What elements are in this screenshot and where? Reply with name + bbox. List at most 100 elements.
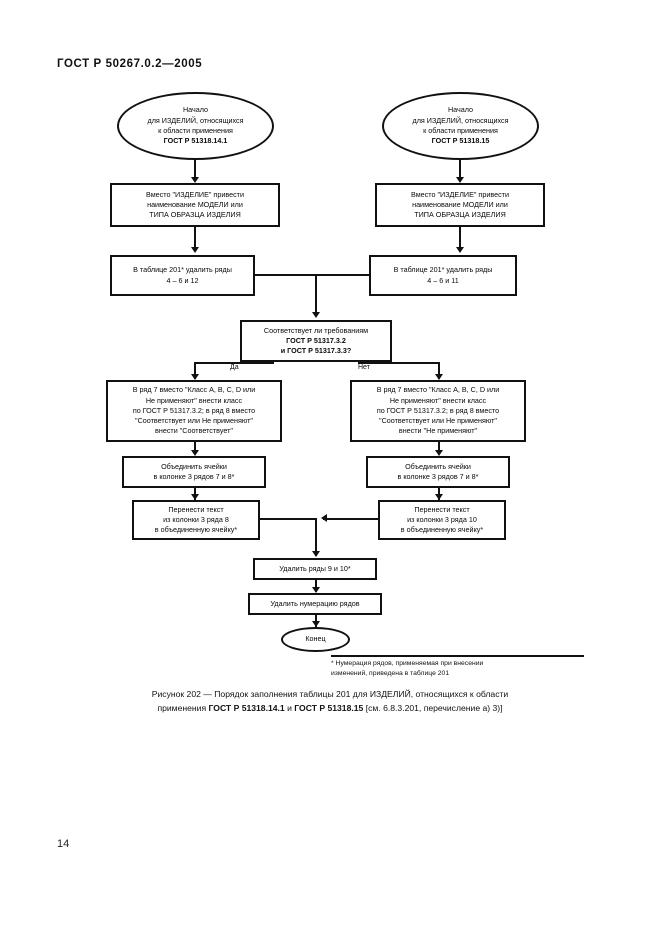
class-yes-line3: по ГОСТ Р 51317.3.2; в ряд 8 вместо xyxy=(132,405,256,415)
page-number: 14 xyxy=(57,838,70,850)
arrow-into-end xyxy=(312,621,320,627)
caption-line-1: Рисунок 202 — Порядок заполнения таблицы… xyxy=(151,689,509,699)
merge-left-line2: в колонке 3 рядов 7 и 8* xyxy=(153,472,235,481)
delete-rows-box-left: В таблице 201* удалить ряды 4 – 6 и 12 xyxy=(110,255,255,296)
start-right-line1: Начало xyxy=(447,105,474,115)
delete-rows-right-line1: В таблице 201* удалить ряды xyxy=(393,265,493,275)
move-text-box-right: Перенести текст из колонки 3 ряда 10 в о… xyxy=(378,500,506,540)
class-no-line4: "Соответствует или Не применяют" xyxy=(379,416,497,426)
decision-box: Соответствует ли требованиям ГОСТ Р 5131… xyxy=(240,320,392,362)
start-oval-right: Начало для ИЗДЕЛИЙ, относящихся к област… xyxy=(382,92,539,160)
delete-rows-left-line1: В таблице 201* удалить ряды xyxy=(133,265,232,275)
connector-left-rename-to-delete xyxy=(194,227,196,251)
caption-line2-prefix: применения xyxy=(157,702,209,713)
footnote-line1: * Нумерация рядов, применяемая при внесе… xyxy=(331,660,484,667)
rename-right-line2: наименование МОДЕЛИ или xyxy=(412,199,508,209)
rename-left-line2: наименование МОДЕЛИ или xyxy=(147,199,243,209)
rename-right-line3: ТИПА ОБРАЗЦА ИЗДЕЛИЯ xyxy=(414,210,506,220)
connector-no-horizontal xyxy=(358,362,440,364)
merge-cells-box-right: Объединить ячейки в колонке 3 рядов 7 и … xyxy=(366,456,510,488)
footnote-line2: изменений, приведена в таблице 201 xyxy=(331,670,450,678)
move-right-line2: из колонки 3 ряда 10 xyxy=(407,514,477,524)
class-box-yes: В ряд 7 вместо "Класс A, B, C, D или Не … xyxy=(106,380,282,442)
arrow-right-move-into-trunk xyxy=(321,514,327,522)
merge-right-line2: в колонке 3 рядов 7 и 8* xyxy=(397,472,479,481)
delete-rows-box-right: В таблице 201* удалить ряды 4 – 6 и 11 xyxy=(369,255,517,296)
move-right-line3: в объединенную ячейку* xyxy=(400,525,484,535)
document-header: ГОСТ Р 50267.0.2—2005 xyxy=(57,58,203,70)
move-text-box-left: Перенести текст из колонки 3 ряда 8 в об… xyxy=(132,500,260,540)
merge-right-line1: Объединить ячейки xyxy=(405,461,471,471)
connector-yes-vertical xyxy=(194,362,196,379)
arrow-yes-branch xyxy=(191,374,199,380)
delete-rows-9-10-text: Удалить ряды 9 и 10* xyxy=(279,563,351,573)
branch-label-yes: Да xyxy=(230,364,239,371)
decision-line3: и ГОСТ Р 51317.3.3? xyxy=(280,346,352,356)
delete-rows-left-line2: 4 – 6 и 12 xyxy=(166,275,199,285)
class-yes-line5: внести "Соответствует" xyxy=(155,426,233,436)
arrow-no-class-to-merge xyxy=(435,450,443,456)
rename-right-line1: Вместо "ИЗДЕЛИЕ" привести xyxy=(411,189,509,199)
arrow-into-decision xyxy=(312,312,320,318)
start-right-line2: для ИЗДЕЛИЙ, относящихся xyxy=(412,115,509,125)
arrow-left-rename-to-delete xyxy=(191,247,199,253)
merge-left-line1: Объединить ячейки xyxy=(161,461,227,471)
connector-no-class-to-merge xyxy=(438,442,440,454)
arrow-left-start-to-rename xyxy=(191,177,199,183)
start-left-line2: для ИЗДЕЛИЙ, относящихся xyxy=(147,115,244,125)
delete-rows-9-10-box: Удалить ряды 9 и 10* xyxy=(253,558,377,580)
move-left-line1: Перенести текст xyxy=(168,504,224,514)
class-yes-line4: "Соответствует или Не применяют" xyxy=(135,416,253,426)
caption-line-2: применения ГОСТ Р 51318.14.1 и ГОСТ Р 51… xyxy=(70,702,590,716)
move-left-line2: из колонки 3 ряда 8 xyxy=(163,514,229,524)
connector-right-move-out xyxy=(323,518,378,520)
start-left-line1: Начало xyxy=(182,105,209,115)
connector-yes-class-to-merge xyxy=(194,442,196,454)
start-right-line3: к области применения xyxy=(423,126,498,135)
class-no-line5: внести "Не применяют" xyxy=(398,426,478,436)
class-yes-line1: В ряд 7 вместо "Класс A, B, C, D или xyxy=(132,385,256,395)
footnote-rule xyxy=(331,655,584,657)
merge-cells-box-left: Объединить ячейки в колонке 3 рядов 7 и … xyxy=(122,456,266,488)
delete-numbering-text: Удалить нумерацию рядов xyxy=(270,598,360,608)
connector-merge-to-decision xyxy=(255,274,369,276)
class-no-line2: Не применяют" внести класс xyxy=(389,395,487,405)
caption-standard-1: ГОСТ Р 51318.14.1 xyxy=(208,702,285,713)
rename-left-line1: Вместо "ИЗДЕЛИЕ" привести xyxy=(146,189,244,199)
caption-standard-2: ГОСТ Р 51318.15 xyxy=(294,702,364,713)
class-yes-line2: Не применяют" внести класс xyxy=(145,395,243,405)
class-box-no: В ряд 7 вместо "Класс A, B, C, D или Не … xyxy=(350,380,526,442)
rename-box-right: Вместо "ИЗДЕЛИЕ" привести наименование М… xyxy=(375,183,545,227)
connector-right-rename-to-delete xyxy=(459,227,461,251)
arrow-no-branch xyxy=(435,374,443,380)
start-left-line4: ГОСТ Р 51318.14.1 xyxy=(163,136,228,146)
connector-right-start-to-rename xyxy=(459,160,461,181)
caption-conjunction: и xyxy=(284,702,295,713)
class-no-line1: В ряд 7 вместо "Класс A, B, C, D или xyxy=(376,385,500,395)
end-oval: Конец xyxy=(281,627,350,652)
branch-label-no: Нет xyxy=(358,364,370,371)
connector-left-move-out xyxy=(260,518,317,520)
connector-decision-drop xyxy=(315,274,317,316)
move-right-line1: Перенести текст xyxy=(414,504,470,514)
connector-delete-to-numbering xyxy=(315,580,317,592)
end-text: Конец xyxy=(305,634,326,644)
arrow-left-merge-to-move xyxy=(191,494,199,500)
caption-line2-suffix: [см. 6.8.3.201, перечисление а) 3)] xyxy=(363,702,503,713)
arrow-right-rename-to-delete xyxy=(456,247,464,253)
delete-rows-right-line2: 4 – 6 и 11 xyxy=(427,275,459,285)
figure-caption: Рисунок 202 — Порядок заполнения таблицы… xyxy=(70,688,590,716)
footnote: * Нумерация рядов, применяемая при внесе… xyxy=(331,659,593,679)
connector-trunk-to-delete-9-10 xyxy=(315,518,317,556)
class-no-line3: по ГОСТ Р 51317.3.2; в ряд 8 вместо xyxy=(376,405,500,415)
move-left-line3: в объединенную ячейку* xyxy=(154,525,238,535)
arrow-right-start-to-rename xyxy=(456,177,464,183)
decision-line1: Соответствует ли требованиям xyxy=(263,325,369,335)
rename-left-line3: ТИПА ОБРАЗЦА ИЗДЕЛИЯ xyxy=(149,210,241,220)
connector-no-vertical xyxy=(438,362,440,379)
arrow-into-delete-9-10 xyxy=(312,551,320,557)
connector-yes-horizontal xyxy=(194,362,274,364)
delete-numbering-box: Удалить нумерацию рядов xyxy=(248,593,382,615)
start-oval-left: Начало для ИЗДЕЛИЙ, относящихся к област… xyxy=(117,92,274,160)
